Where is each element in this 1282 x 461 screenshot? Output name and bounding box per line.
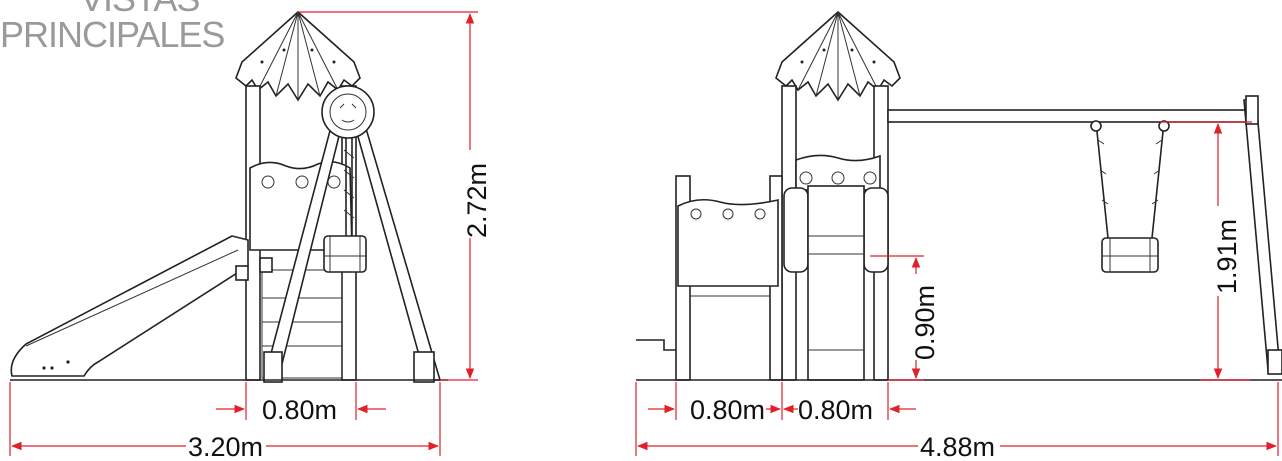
side-dim-module-b: 0.80m (798, 395, 873, 425)
side-view (636, 10, 1282, 381)
front-dim-module: 0.80m (262, 395, 337, 425)
side-dim-swing-height: 1.91m (1212, 219, 1242, 294)
front-dim-height: 2.72m (462, 163, 492, 238)
heading-line-1: VISTAS (80, 0, 200, 20)
side-dim-module-a: 0.80m (690, 395, 765, 425)
heading-line-2: PRINCIPALES (0, 14, 225, 55)
side-tower-wall (795, 154, 881, 191)
side-climbing-wall (807, 185, 865, 381)
side-dim-total: 4.88m (920, 432, 995, 461)
front-swing-frame (262, 85, 442, 383)
side-swing-seat (1090, 120, 1170, 273)
front-dim-total: 3.20m (188, 432, 263, 461)
side-dimensions: 0.90m 1.91m 0.80m 0.80m 4.88m (635, 121, 1279, 461)
side-dim-platform-height: 0.90m (910, 285, 940, 360)
front-slide (10, 235, 249, 377)
front-view (10, 10, 448, 383)
front-swing-seat (323, 138, 367, 273)
front-dimensions: 2.72m 0.80m 3.20m (9, 11, 492, 461)
side-swing-beam (887, 109, 1257, 123)
side-module-wall (677, 198, 779, 287)
